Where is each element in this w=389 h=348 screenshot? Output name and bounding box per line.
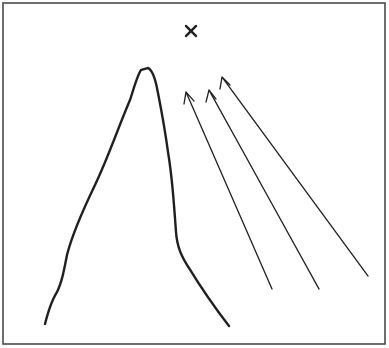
arrow-3 — [220, 77, 368, 276]
figure-frame — [3, 3, 385, 344]
arrow-1 — [184, 92, 272, 289]
cross-marker — [186, 26, 196, 36]
peak-outline — [45, 68, 229, 326]
arrow-2 — [206, 90, 319, 289]
